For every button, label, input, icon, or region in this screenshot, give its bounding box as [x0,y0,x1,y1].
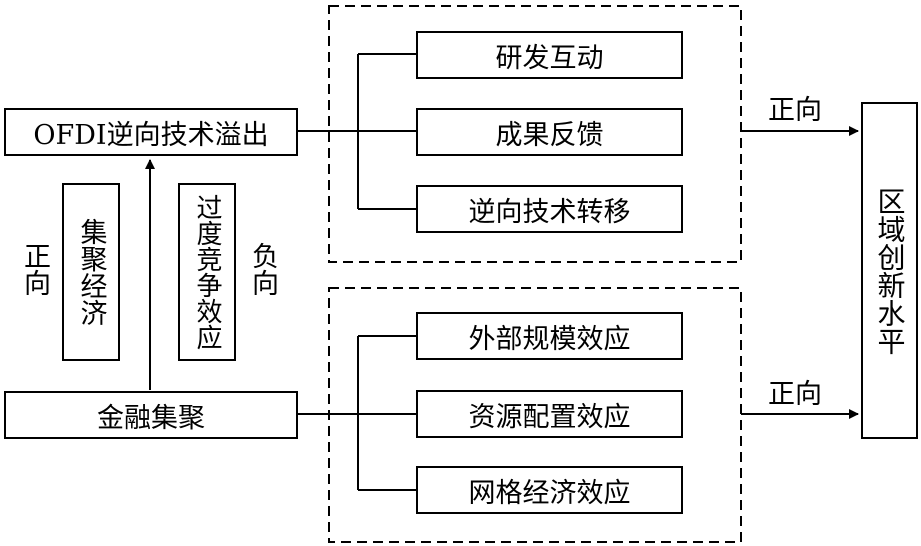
top-group-item-3: 逆向技术转移 [416,185,683,233]
top-dashed-group [328,5,742,263]
top-group-item-2: 成果反馈 [416,108,683,156]
bottom-group-item-1: 外部规模效应 [416,312,683,360]
excess-competition-node: 过度竞争效应 [178,183,236,361]
top-group-item-1: 研发互动 [416,31,683,79]
bottom-group-item-3: 网格经济效应 [416,466,683,514]
negative-label-right: 负向 [247,242,278,296]
agglomeration-economy-node: 集聚经济 [62,183,120,361]
positive-label-left: 正向 [19,242,50,296]
positive-label-bottom-arrow: 正向 [768,379,822,410]
region-innovation-node: 区域创新水平 [861,102,918,439]
bottom-group-item-2: 资源配置效应 [416,390,683,438]
positive-label-top-arrow: 正向 [768,95,822,126]
ofdi-node: OFDI逆向技术溢出 [4,108,298,156]
finance-node: 金融集聚 [4,391,298,439]
